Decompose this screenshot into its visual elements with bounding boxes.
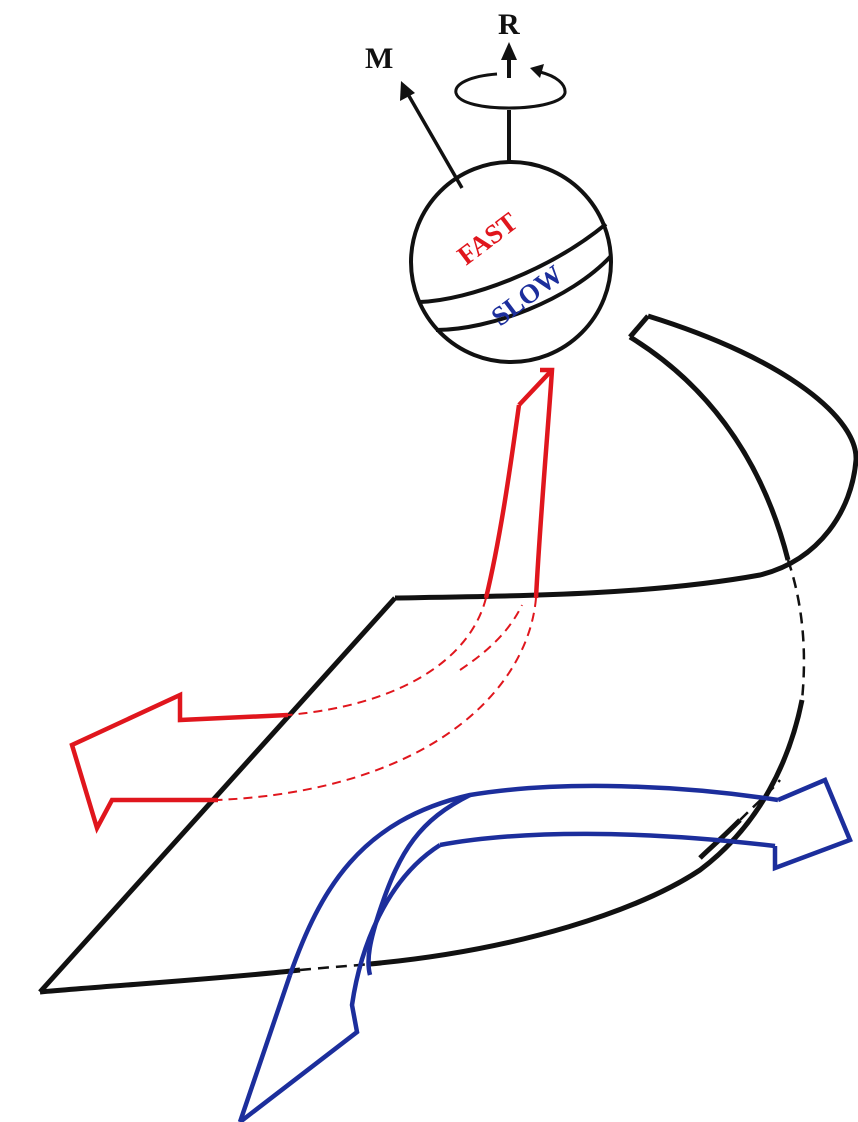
fast-wind-arrow bbox=[72, 370, 552, 828]
current-sheet bbox=[40, 316, 856, 992]
fast-arrow-right-wall bbox=[536, 370, 552, 598]
fast-arrow-top bbox=[519, 370, 552, 405]
sun-sphere: FAST SLOW bbox=[411, 162, 611, 362]
slow-arrow-head bbox=[775, 780, 850, 868]
slow-arrow-cross bbox=[368, 795, 470, 975]
slow-arrow-tail-right bbox=[240, 845, 440, 1122]
sheet-hidden-inner bbox=[788, 560, 804, 700]
sheet-inner-edge bbox=[630, 337, 788, 560]
m-axis-line bbox=[409, 96, 462, 188]
m-axis: M bbox=[365, 42, 462, 188]
r-axis: R bbox=[456, 8, 565, 163]
slow-wind-arrow bbox=[240, 780, 850, 1122]
fast-arrow-hidden-outer bbox=[218, 598, 536, 800]
fast-arrow-upper-edge bbox=[72, 695, 288, 828]
sphere-outline bbox=[411, 162, 611, 362]
fast-arrow-hidden-cross bbox=[460, 605, 522, 670]
fast-arrow-left-wall bbox=[486, 405, 519, 598]
sheet-bottom-edge-left bbox=[40, 970, 300, 992]
sheet-left-edge bbox=[40, 598, 395, 992]
slow-arrow-outer bbox=[290, 786, 778, 975]
fast-arrow-hidden-inner bbox=[288, 598, 486, 715]
r-axis-arrowhead bbox=[501, 42, 517, 60]
m-axis-arrowhead bbox=[400, 81, 415, 101]
r-label: R bbox=[498, 8, 520, 41]
m-label: M bbox=[365, 42, 393, 75]
sheet-tip bbox=[630, 316, 648, 337]
